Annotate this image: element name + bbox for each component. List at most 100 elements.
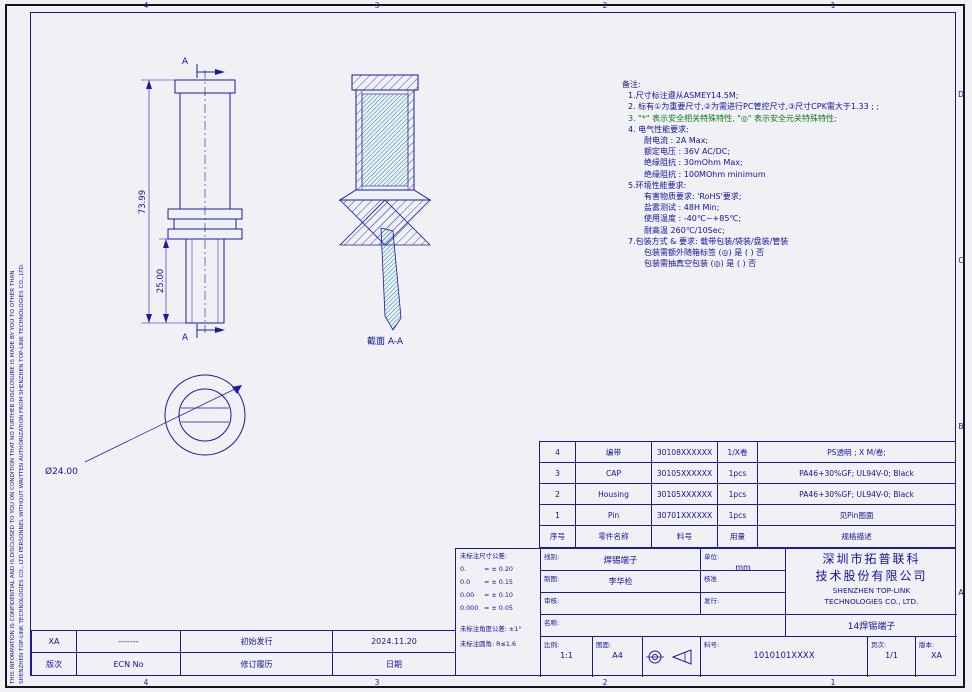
unit-value: mm <box>735 563 751 571</box>
tolerance-value: = ± 0.20 <box>484 565 514 573</box>
approve-cell: 核准 <box>701 571 786 593</box>
tolerance-key: 0.000 <box>460 604 479 612</box>
bom-table: 4 编带 30108XXXXXX 1/X卷 PS透明 ; X M/卷; 3 CA… <box>539 441 956 548</box>
zone-letter-right: A <box>958 588 964 597</box>
issue-label: 发行: <box>704 597 720 605</box>
note-line: 使用温度 : -40℃~+85℃; <box>644 214 742 224</box>
tolerance-value: = ± 0.05 <box>484 604 514 612</box>
tolerance-key: 0. <box>460 565 467 573</box>
section-marker-bottom: A <box>182 333 189 343</box>
zone-letter-right: D <box>958 90 964 99</box>
section-wall <box>407 89 415 191</box>
zone-number-top: 3 <box>374 1 380 10</box>
section-pin <box>380 227 402 331</box>
bom-cell: 4 <box>540 442 576 463</box>
approve-label: 核准 <box>704 575 717 583</box>
note-line: 4. 电气性能要求: <box>628 124 689 134</box>
note-line: 绝缘阻抗 : 30mOhm Max; <box>644 158 743 168</box>
scale-cell: 比例: 1:1 <box>541 637 593 677</box>
part-number-cell: 料号: 1010101XXXX <box>701 637 868 677</box>
zone-number-bottom: 3 <box>374 678 380 687</box>
dim-total-height-label: 73.99 <box>138 190 148 214</box>
bom-header-cell: 料号 <box>652 526 718 547</box>
review-label: 审核: <box>544 597 560 605</box>
revision-header-desc: 修订履历 <box>181 653 333 675</box>
revision-label: 版本: <box>919 641 935 649</box>
page-label: 页次: <box>871 641 887 649</box>
leader-arrow-icon <box>232 385 242 394</box>
revision-row-desc: 初始发行 <box>181 631 333 653</box>
bom-cell: CAP <box>576 463 652 484</box>
bom-cell: 30108XXXXXX <box>652 442 718 463</box>
confidentiality-line-2: SHENZHEN TOP-LINK TECHNOLOGIES CO., LTD … <box>18 263 25 684</box>
note-line: 耐高温 260℃/10Sec; <box>644 225 725 235</box>
section-arrow-icon <box>215 327 225 333</box>
inner-circle <box>178 388 232 442</box>
section-arrow-icon <box>215 69 225 75</box>
note-line: 耐电流 : 2A Max; <box>644 136 709 146</box>
section-coil <box>361 93 409 187</box>
part-name-cell: 名称: <box>541 615 786 637</box>
part-name-value: 14焊锡端子 <box>847 622 896 632</box>
tolerance-block: 未标注尺寸公差: 0. = ± 0.20 0.0 = ± 0.15 0.00 =… <box>456 549 541 677</box>
zone-number-bottom: 4 <box>143 678 149 687</box>
dim-total-height <box>141 79 186 324</box>
tolerance-key: 0.0 <box>460 578 471 586</box>
scale-label: 比例: <box>544 641 560 649</box>
zone-letter-right: B <box>958 422 964 431</box>
outer-circle <box>164 374 246 456</box>
revision-cell: 版本: XA <box>916 637 957 677</box>
bom-cell: 3 <box>540 463 576 484</box>
page-value: 1/1 <box>885 651 898 660</box>
page-cell: 页次: 1/1 <box>868 637 916 677</box>
section-view-label: 截面 A-A <box>367 335 404 347</box>
sheet-size-label: 图面: <box>596 641 612 649</box>
revision-value: XA <box>931 651 942 660</box>
revision-row-rev: XA <box>32 631 77 653</box>
unit-label: 单位: <box>704 553 720 561</box>
note-line: 7.包装方式 & 要求: 载带包装/袋装/盘装/管装 <box>628 236 789 246</box>
tolerance-radius: 未标注圆角: R≤1.6 <box>460 640 517 648</box>
note-line: 3. "*" 表示安全相关特殊特性, "◎" 表示安全元关特殊特性; <box>628 113 837 123</box>
part-number-label: 料号: <box>704 641 720 649</box>
bom-cell: 30105XXXXXX <box>652 484 718 505</box>
projection-cell <box>643 637 701 677</box>
note-line: 绝缘阻抗 : 100MOhm minimum <box>644 169 766 179</box>
zone-letter-right: C <box>958 256 964 265</box>
bom-cell: 编带 <box>576 442 652 463</box>
bom-cell: 1pcs <box>718 463 758 484</box>
section-cap <box>351 74 419 91</box>
line-type-value: 焊锡端子 <box>603 555 638 566</box>
title-block: 未标注尺寸公差: 0. = ± 0.20 0.0 = ± 0.15 0.00 =… <box>455 548 957 677</box>
bom-cell: 见Pin图面 <box>758 505 955 526</box>
outer-border <box>5 4 965 688</box>
revision-header-date: 日期 <box>386 659 402 669</box>
drafter-cell: 制图: 李华检 <box>541 571 701 593</box>
tolerance-angle: 未标注角度公差: ±1° <box>460 625 522 633</box>
scale-value: 1:1 <box>560 651 573 660</box>
note-line: 有害物质要求: 'RoHS'要求; <box>644 192 742 202</box>
company-name-cn-1: 深圳市拓普联科 <box>822 552 921 566</box>
note-line: 2. 标有①为重要尺寸,②为需进行PC管控尺寸,③尺寸CPK需大于1.33 ; … <box>628 102 880 112</box>
dim-diameter-label: Ø24.00 <box>45 466 78 477</box>
third-angle-projection-icon <box>646 649 692 665</box>
bom-cell: Pin <box>576 505 652 526</box>
note-line: 盐雾测试 : 48H Min; <box>644 203 720 213</box>
sheet-size-cell: 图面: A4 <box>593 637 643 677</box>
part-number-value: 1010101XXXX <box>753 651 815 661</box>
issue-cell: 发行: <box>701 593 786 615</box>
bom-cell: PS透明 ; X M/卷; <box>758 442 955 463</box>
bom-cell: Housing <box>576 484 652 505</box>
tolerance-key: 0.00 <box>460 591 475 599</box>
revision-header-rev: 版次 <box>32 653 77 675</box>
tolerance-row: 0.0 = ± 0.15 <box>460 578 538 587</box>
bom-cell: 30105XXXXXX <box>652 463 718 484</box>
bom-cell: 1pcs <box>718 484 758 505</box>
notes-block: 备注: 1.尺寸标注遵从ASMEY14.5M; 2. 标有①为重要尺寸,②为需进… <box>622 79 960 269</box>
bottom-view <box>84 374 246 463</box>
section-wall <box>355 89 363 191</box>
part-name-label: 名称: <box>544 619 560 627</box>
zone-number-top: 1 <box>830 1 836 10</box>
zone-number-top: 2 <box>602 1 608 10</box>
